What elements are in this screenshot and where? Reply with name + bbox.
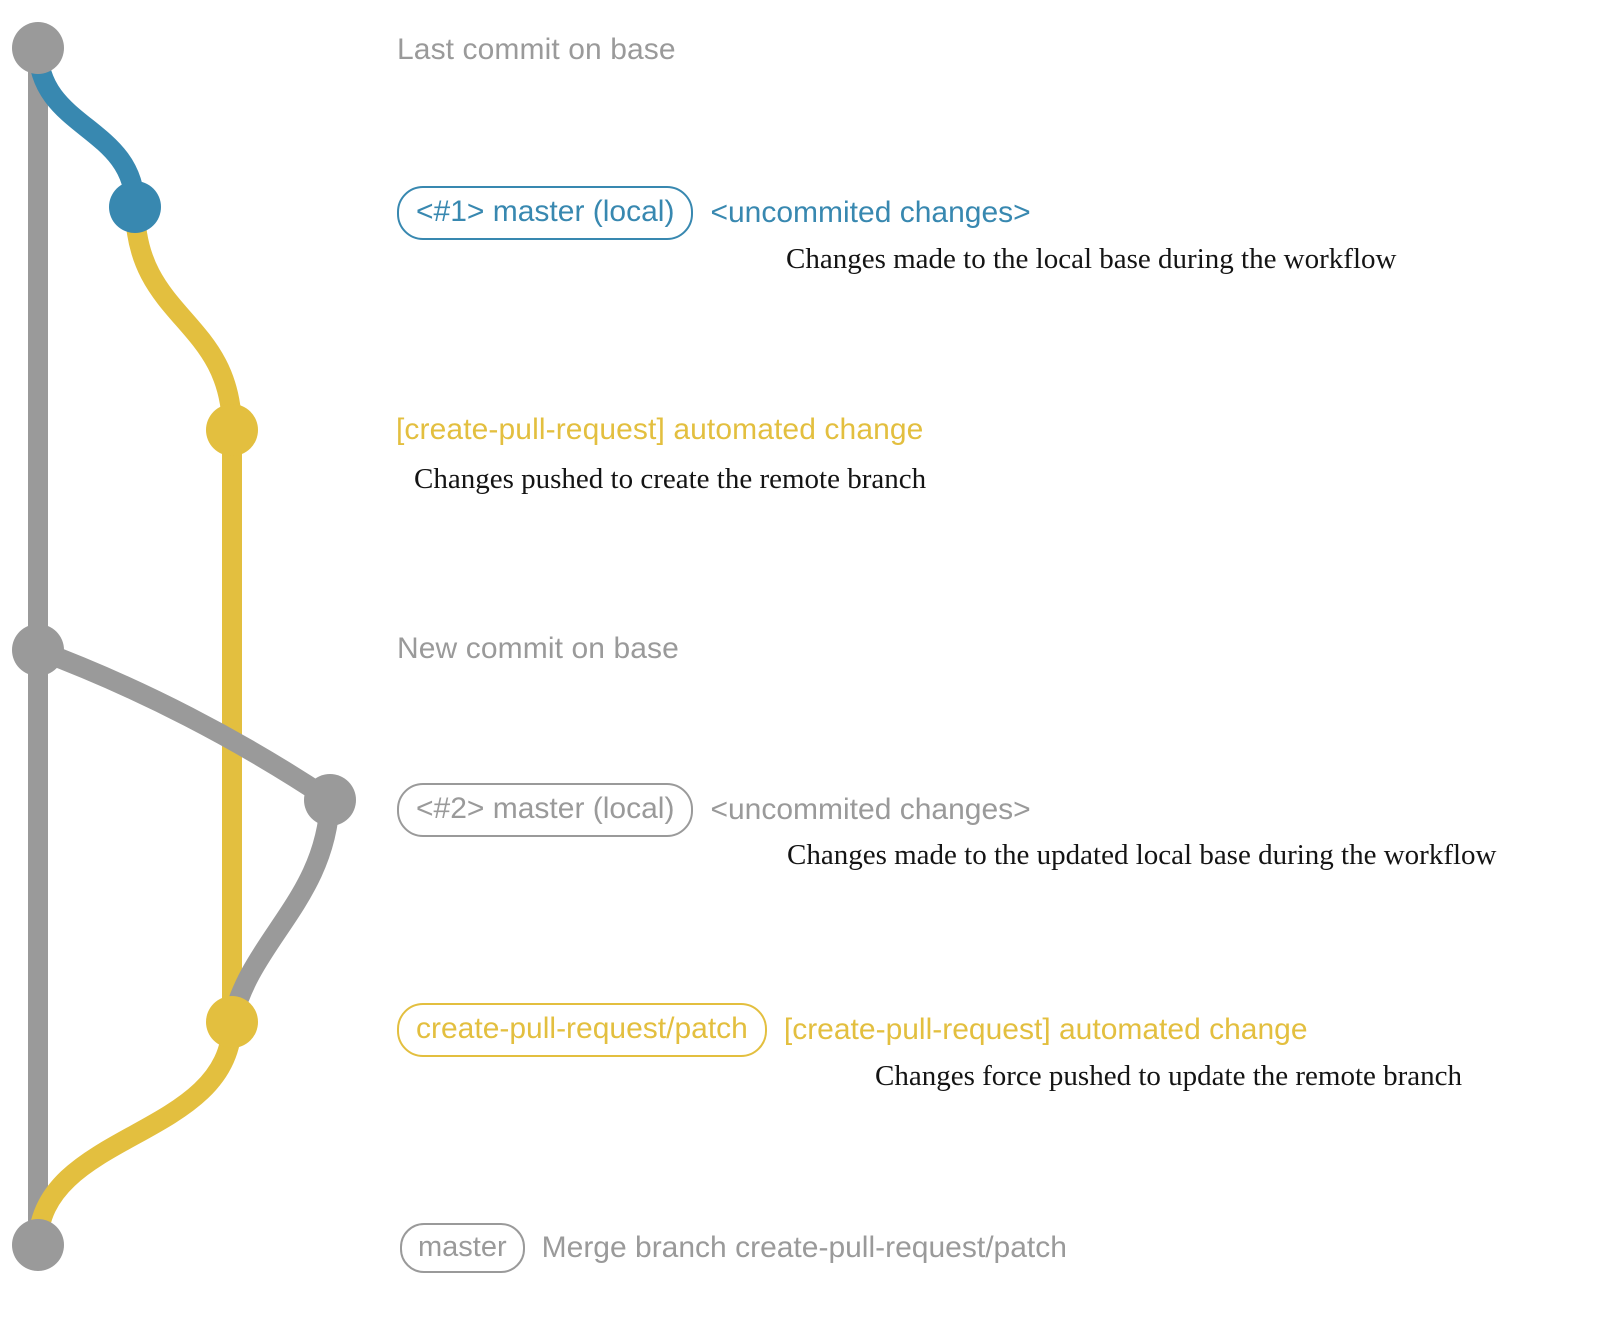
badge-master-local-2[interactable]: <#2> master (local) [397, 783, 694, 837]
description-local-2: Changes made to the updated local base d… [787, 839, 1497, 871]
node-base-1[interactable] [12, 22, 64, 74]
node-local-1[interactable] [109, 181, 161, 233]
badge-create-pull-request-patch[interactable]: create-pull-request/patch [397, 1003, 767, 1057]
row-last-commit-on-base: Last commit on base [397, 33, 676, 67]
row-master: master Merge branch create-pull-request/… [400, 1223, 1067, 1274]
edge-base1-to-local1 [28, 38, 145, 217]
edge-local1-to-patch1 [125, 197, 242, 440]
edge-patch2-to-base3 [28, 1012, 242, 1255]
commit-message-patch-1: [create-pull-request] automated change [396, 413, 924, 446]
label-last-commit-on-base: Last commit on base [397, 33, 676, 66]
node-patch-2[interactable] [206, 996, 258, 1048]
badge-master-local-1[interactable]: <#1> master (local) [397, 186, 694, 240]
node-base-2[interactable] [12, 624, 64, 676]
description-patch-2: Changes force pushed to update the remot… [875, 1060, 1463, 1092]
row-new-commit-on-base: New commit on base [397, 632, 679, 666]
node-base-3[interactable] [12, 1219, 64, 1271]
edge-base2-to-local2 [28, 640, 340, 810]
node-local-2[interactable] [304, 774, 356, 826]
commit-message-master: Merge branch create-pull-request/patch [541, 1231, 1067, 1265]
row-patch-2: create-pull-request/patch [create-pull-r… [397, 1003, 1308, 1057]
commit-message-local-2: <uncommited changes> [710, 792, 1031, 826]
row-local-1: <#1> master (local) <uncommited changes> [397, 186, 1031, 240]
label-new-commit-on-base: New commit on base [397, 632, 679, 665]
commit-message-local-1: <uncommited changes> [710, 195, 1031, 229]
row-patch-1: [create-pull-request] automated change [396, 413, 923, 447]
row-local-2: <#2> master (local) <uncommited changes> [397, 783, 1031, 837]
commit-message-patch-2: [create-pull-request] automated change [783, 1012, 1308, 1046]
git-graph [12, 22, 356, 1271]
badge-master[interactable]: master [400, 1223, 525, 1274]
node-patch-1[interactable] [206, 404, 258, 456]
description-patch-1: Changes pushed to create the remote bran… [414, 463, 927, 495]
edge-local2-to-patch2 [222, 790, 340, 1032]
description-local-1: Changes made to the local base during th… [786, 243, 1397, 275]
